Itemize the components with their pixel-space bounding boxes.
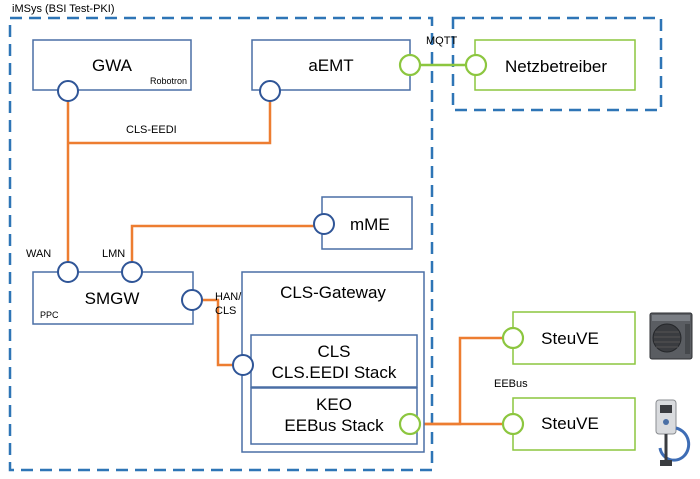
steuve2-port <box>501 412 525 436</box>
cls-gateway-title: CLS-Gateway <box>280 283 386 302</box>
aemt-port <box>259 80 281 102</box>
gwa-title: GWA <box>92 56 133 75</box>
cls-eedi-label: CLS-EEDI <box>126 124 177 136</box>
wallbox-charger-icon <box>655 399 691 466</box>
lmn-label: LMN <box>102 248 125 260</box>
netzbetreiber-title: Netzbetreiber <box>505 57 607 76</box>
smgw-han-port <box>181 289 203 311</box>
wire-lmn-mme <box>130 224 320 270</box>
steuve1-box <box>512 311 636 365</box>
wan-label: WAN <box>26 248 51 260</box>
gwa-port <box>57 80 79 102</box>
mme-port <box>313 213 335 235</box>
mqtt-label: MQTT <box>426 35 457 47</box>
netzbetreiber-box <box>474 39 636 91</box>
heat-pump-icon <box>649 312 693 360</box>
mme-title: mME <box>350 215 390 234</box>
keo-eebus-port <box>398 412 422 436</box>
steuve2-title: SteuVE <box>541 414 599 433</box>
keo-line2: EEBus Stack <box>284 416 384 435</box>
han-label-1: HAN/ <box>215 291 242 303</box>
aemt-title: aEMT <box>308 56 353 75</box>
han-label-2: CLS <box>215 305 236 317</box>
steuve2-box <box>512 397 636 451</box>
cls-stack-line2: CLS.EEDI Stack <box>272 363 397 382</box>
eebus-label: EEBus <box>494 378 528 390</box>
cls-stack-port <box>232 354 254 376</box>
smgw-box <box>32 271 194 325</box>
steuve1-title: SteuVE <box>541 329 599 348</box>
smgw-title: SMGW <box>85 289 140 308</box>
wire-cls-eedi <box>68 92 272 145</box>
gwa-sub: Robotron <box>150 76 187 86</box>
steuve1-port <box>501 326 525 350</box>
wire-han-cls <box>200 298 240 367</box>
imsys-label: iMSys (BSI Test-PKI) <box>12 3 114 15</box>
smgw-lmn-port <box>121 261 143 283</box>
imsys-container <box>8 16 434 472</box>
keo-line1: KEO <box>316 395 352 414</box>
cls-stack-line1: CLS <box>317 342 350 361</box>
gwa-box <box>32 39 192 91</box>
keo-box <box>250 387 418 445</box>
smgw-sub: PPC <box>40 310 59 320</box>
smgw-wan-port <box>57 261 79 283</box>
netzbetreiber-port <box>464 53 488 77</box>
aemt-mqtt-port <box>398 53 422 77</box>
